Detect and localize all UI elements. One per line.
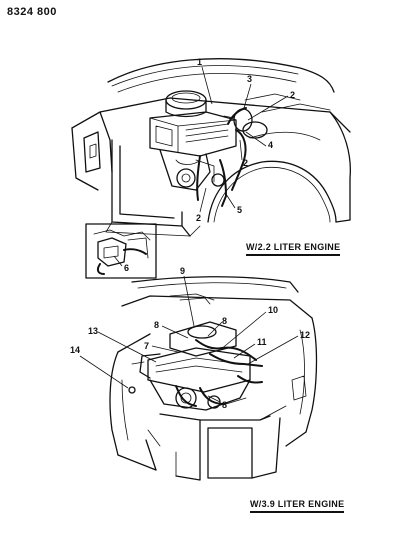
callouts-2-2: 1 3 2 4 2 5 2 [196, 57, 295, 223]
callout-label: 5 [237, 205, 242, 215]
callout-label: 8 [154, 320, 159, 330]
callout-label: 4 [268, 140, 273, 150]
callout-label: 11 [257, 337, 267, 347]
engine-view-3-9-liter: 9 10 8 8 12 13 7 11 14 8 [70, 266, 318, 481]
caption-underline [246, 254, 340, 256]
callout-label: 10 [268, 305, 278, 315]
callout-label: 3 [247, 74, 252, 84]
callouts-3-9: 9 10 8 8 12 13 7 11 14 8 [70, 266, 310, 410]
left-fender-front [71, 111, 113, 191]
engine-2-2 [149, 90, 237, 191]
callout-label: 14 [70, 345, 80, 355]
caption-3-9-liter-engine: W/3.9 LITER ENGINE [250, 499, 345, 509]
callout-label: 12 [300, 330, 310, 340]
cowl-outline [99, 97, 351, 133]
radiator-support-3-9 [159, 405, 287, 481]
vacuum-hoses-2-2 [196, 107, 247, 207]
callout-label: 1 [197, 57, 202, 67]
engine-3-9 [131, 321, 251, 411]
callout-label: 8 [222, 400, 227, 410]
callout-label: 13 [88, 326, 98, 336]
caption-underline [250, 511, 344, 513]
inset-detail: 6 [85, 223, 157, 279]
left-fender-3-9 [109, 333, 161, 471]
right-fender [207, 111, 351, 223]
caption-2-2-liter-engine: W/2.2 LITER ENGINE [246, 242, 341, 252]
callout-label: 8 [222, 316, 227, 326]
callout-label: 7 [144, 341, 149, 351]
document-number: 8324 800 [7, 6, 57, 18]
cowl-outline-3-9 [121, 295, 313, 319]
hood-outline [107, 58, 335, 113]
callout-label: 6 [124, 263, 129, 273]
callout-label: 2 [196, 213, 201, 223]
right-fender-3-9 [285, 317, 318, 447]
callout-label: 2 [243, 158, 248, 168]
callout-label: 9 [180, 266, 185, 276]
engine-view-2-2-liter: 1 3 2 4 2 5 2 6 [71, 57, 351, 279]
callout-label: 2 [290, 90, 295, 100]
